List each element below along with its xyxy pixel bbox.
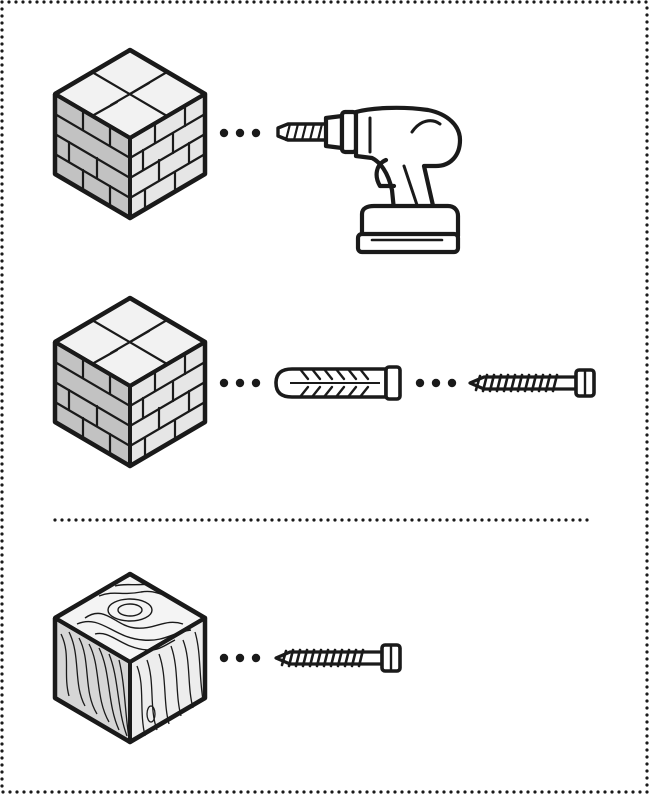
brick-cube-icon (55, 50, 205, 218)
screw-icon (274, 643, 402, 673)
ellipsis-icon (415, 378, 457, 388)
brick-cube-icon (55, 298, 205, 466)
screw-icon (468, 368, 596, 398)
ellipsis-icon (219, 653, 261, 663)
row-wood-screw (55, 574, 402, 742)
wall-plug-icon (274, 365, 402, 401)
ellipsis-icon (219, 378, 261, 388)
drill-icon (276, 105, 463, 255)
row-brick-anchor-screw (55, 298, 596, 466)
row-brick-drill (55, 50, 463, 255)
ellipsis-icon (219, 128, 261, 138)
wood-cube-icon (55, 574, 205, 742)
